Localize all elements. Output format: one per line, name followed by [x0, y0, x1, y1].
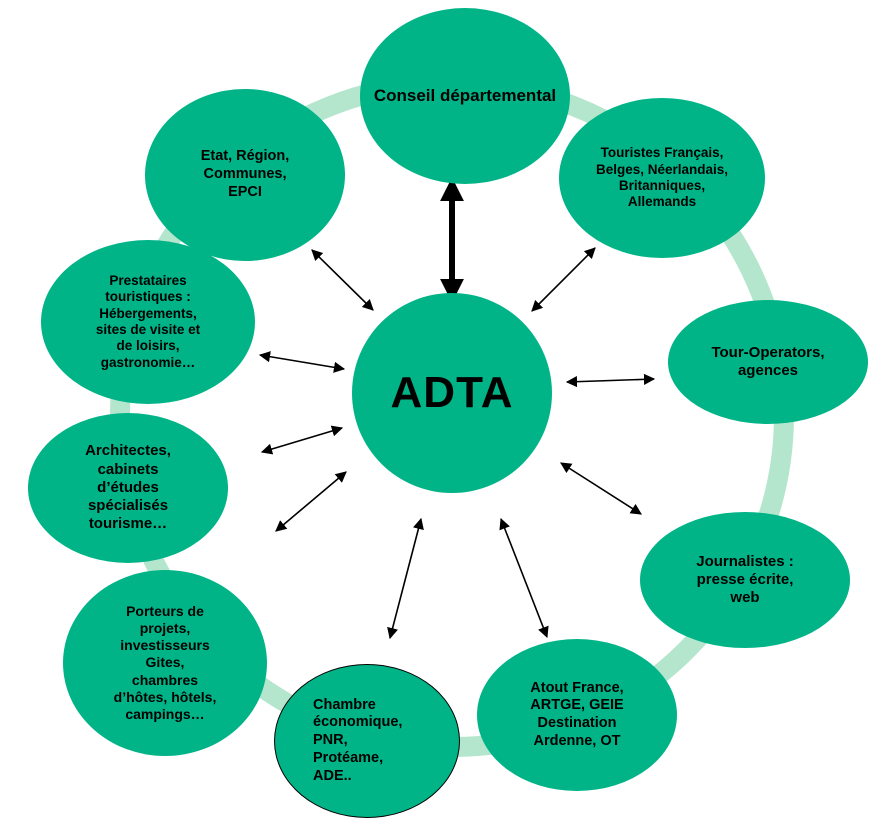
- node-porteurs-de-projets-label: Porteurs de projets, investisseurs Gites…: [113, 603, 217, 722]
- arrow-porteurs-de-projets: [275, 471, 347, 532]
- arrow-prestataires: [258, 351, 346, 373]
- node-adta-label: ADTA: [390, 368, 514, 418]
- node-atout-france: Atout France, ARTGE, GEIE Destination Ar…: [477, 639, 677, 791]
- node-etat-region-label: Etat, Région, Communes, EPCI: [200, 148, 290, 200]
- node-tour-operators-label: Tour-Operators, agences: [711, 343, 825, 379]
- arrow-chambre-economique: [387, 517, 424, 640]
- node-chambre-economique-label: Chambre économique, PNR, Protéame, ADE..: [313, 696, 403, 784]
- node-journalistes-label: Journalistes : presse écrite, web: [696, 552, 794, 607]
- arrow-etat-region: [311, 249, 374, 311]
- node-prestataires: Prestataires touristiques : Hébergements…: [41, 240, 255, 404]
- arrow-atout-france: [499, 517, 549, 639]
- node-journalistes: Journalistes : presse écrite, web: [640, 512, 850, 648]
- node-touristes: Touristes Français, Belges, Néerlandais,…: [559, 98, 765, 258]
- arrow-journalistes: [560, 462, 642, 515]
- node-conseil-departemental-label: Conseil départemental: [373, 85, 557, 105]
- node-chambre-economique: Chambre économique, PNR, Protéame, ADE..: [274, 664, 460, 818]
- node-tour-operators: Tour-Operators, agences: [668, 300, 868, 424]
- node-prestataires-label: Prestataires touristiques : Hébergements…: [95, 272, 201, 370]
- arrow-touristes: [531, 247, 596, 312]
- node-etat-region: Etat, Région, Communes, EPCI: [145, 89, 345, 261]
- arrow-architectes: [260, 425, 344, 455]
- node-porteurs-de-projets: Porteurs de projets, investisseurs Gites…: [63, 570, 267, 756]
- node-architectes: Architectes, cabinets d’études spécialis…: [28, 413, 228, 563]
- node-adta-center: ADTA: [352, 293, 552, 493]
- node-touristes-label: Touristes Français, Belges, Néerlandais,…: [595, 145, 729, 210]
- node-atout-france-label: Atout France, ARTGE, GEIE Destination Ar…: [530, 679, 624, 749]
- node-conseil-departemental: Conseil départemental: [360, 8, 570, 184]
- arrow-tour-operators: [565, 373, 656, 388]
- node-architectes-label: Architectes, cabinets d’études spécialis…: [85, 442, 171, 533]
